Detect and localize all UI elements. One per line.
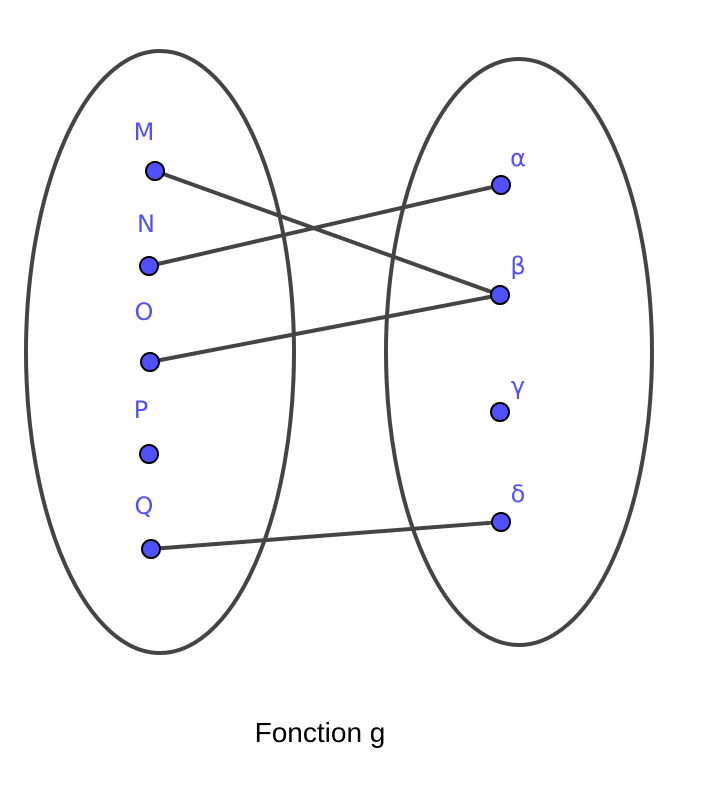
- label-beta: β: [510, 252, 525, 280]
- label-M: M: [134, 118, 155, 146]
- codomain-ellipse: [384, 57, 654, 647]
- arrow-M-to-beta: [154, 169, 493, 294]
- diagram-title: Fonction g: [255, 717, 386, 748]
- label-P: P: [134, 396, 148, 424]
- label-gamma: γ: [511, 372, 525, 400]
- label-N: N: [137, 210, 155, 238]
- point-N[interactable]: [139, 256, 159, 276]
- label-alpha: α: [510, 144, 526, 172]
- point-alpha[interactable]: [491, 175, 511, 195]
- label-O: O: [135, 298, 154, 326]
- label-Q: Q: [135, 492, 154, 520]
- arrow-O-to-beta: [149, 294, 492, 364]
- point-M[interactable]: [145, 161, 165, 181]
- label-delta: δ: [511, 480, 526, 508]
- point-O[interactable]: [140, 352, 160, 372]
- arrow-N-to-alpha: [148, 185, 493, 268]
- domain-ellipse: [24, 49, 296, 655]
- point-delta[interactable]: [491, 512, 511, 532]
- arrow-Q-to-delta: [150, 520, 493, 551]
- point-beta[interactable]: [490, 285, 510, 305]
- point-Q[interactable]: [141, 539, 161, 559]
- point-gamma[interactable]: [490, 402, 510, 422]
- point-P[interactable]: [139, 444, 159, 464]
